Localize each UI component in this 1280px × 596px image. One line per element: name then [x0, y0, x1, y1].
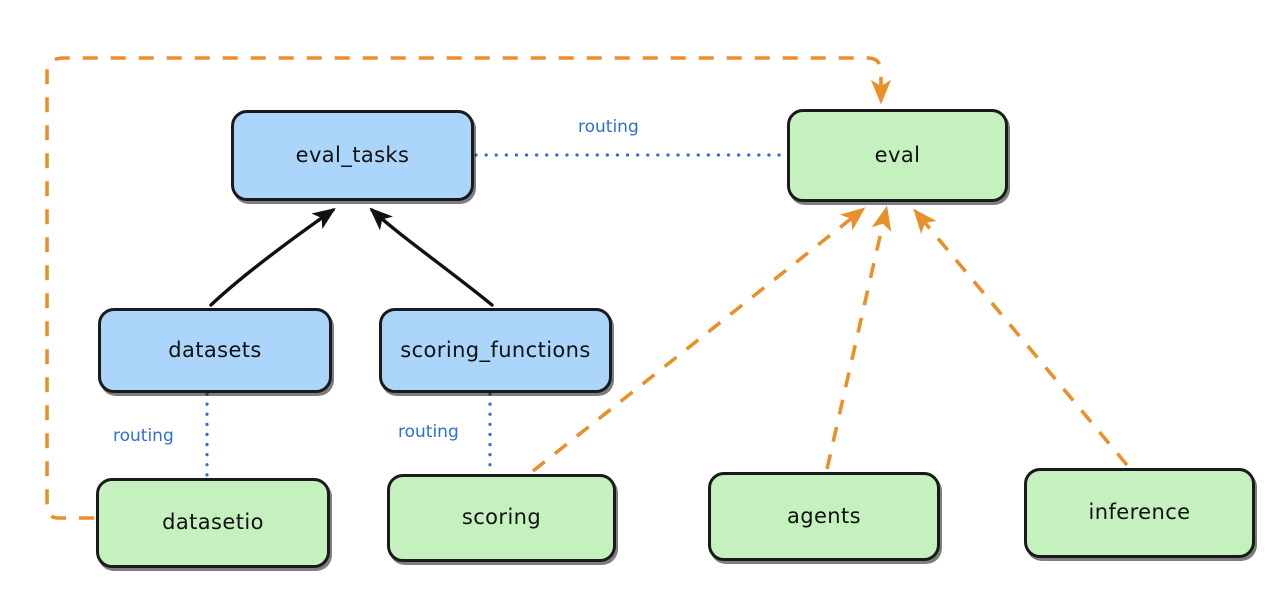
- node-eval-tasks[interactable]: eval_tasks: [231, 110, 474, 201]
- edge-datasets-to-eval-tasks: [209, 208, 336, 307]
- node-datasetio-label: datasetio: [162, 510, 264, 535]
- node-eval-tasks-label: eval_tasks: [295, 142, 410, 167]
- node-eval[interactable]: eval: [787, 109, 1008, 202]
- node-agents[interactable]: agents: [708, 472, 940, 561]
- node-inference[interactable]: inference: [1024, 468, 1255, 558]
- edge-label-routing-datasets-datasetio: routing: [113, 426, 174, 446]
- node-agents-label: agents: [786, 503, 861, 528]
- node-scoring-functions[interactable]: scoring_functions: [379, 308, 612, 393]
- edge-datasetio-to-eval: [45, 56, 892, 520]
- edge-label-routing-eval-tasks-eval: routing: [578, 117, 639, 137]
- node-scoring-functions-label: scoring_functions: [400, 337, 591, 362]
- node-eval-label: eval: [874, 142, 921, 167]
- edge-agents-to-eval: [825, 205, 892, 470]
- node-datasetio[interactable]: datasetio: [96, 478, 330, 568]
- node-scoring[interactable]: scoring: [387, 474, 616, 562]
- node-datasets-label: datasets: [168, 337, 262, 362]
- edge-scoring-to-eval: [531, 207, 866, 473]
- node-inference-label: inference: [1088, 500, 1191, 525]
- edge-scoring-functions-to-eval-tasks: [369, 207, 494, 307]
- node-scoring-label: scoring: [461, 505, 542, 530]
- node-datasets[interactable]: datasets: [98, 308, 332, 393]
- edge-label-routing-scoring-functions-scoring: routing: [398, 422, 459, 442]
- edge-inference-to-eval: [913, 208, 1129, 467]
